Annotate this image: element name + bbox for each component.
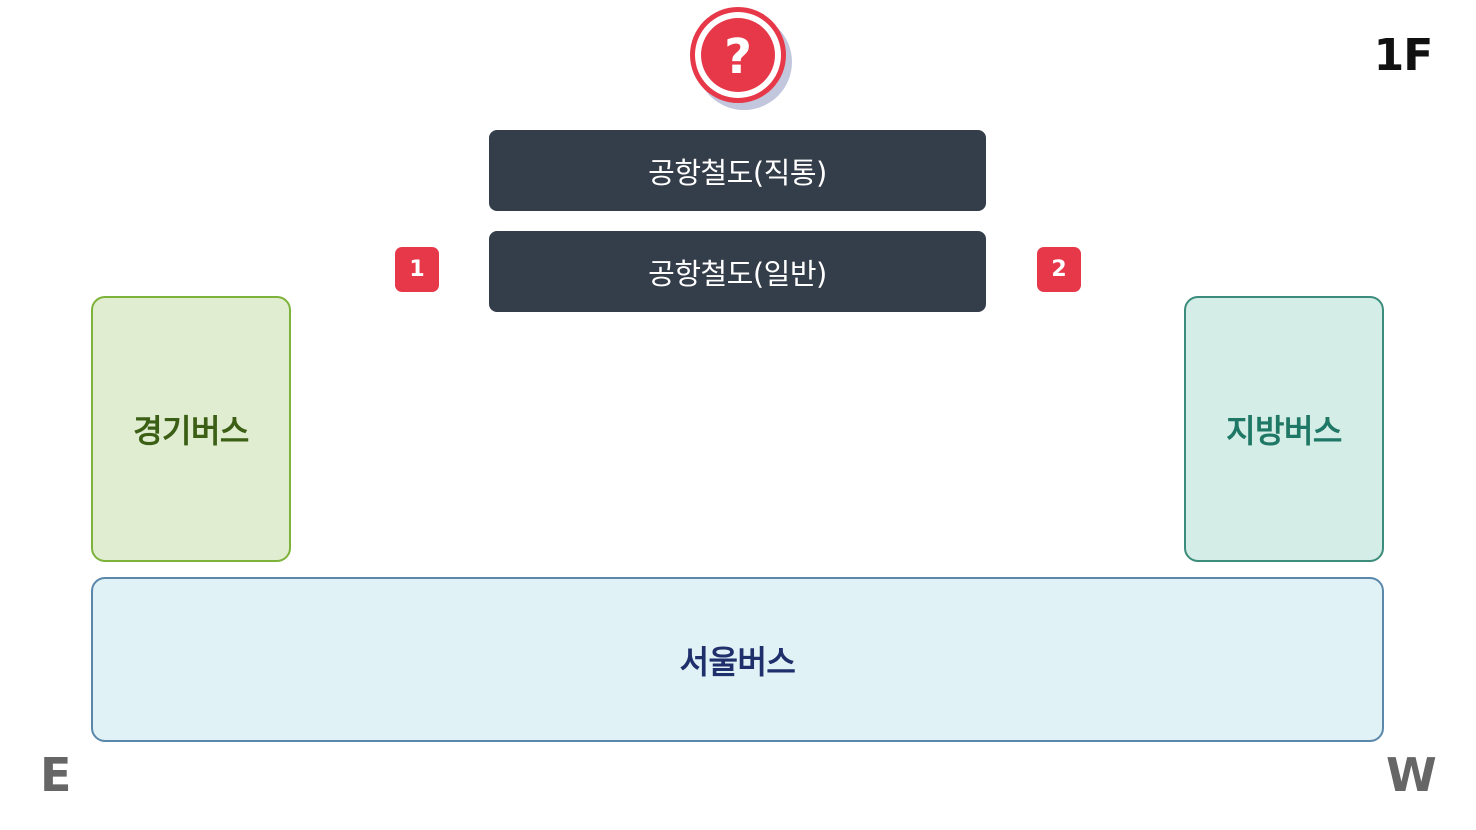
- question-icon: ?: [690, 7, 792, 110]
- rail-express-zone[interactable]: 공항철도(직통): [489, 130, 986, 211]
- question-symbol: ?: [724, 29, 752, 85]
- floor-label: 1F: [1373, 30, 1434, 81]
- compass-west: W: [1386, 748, 1437, 802]
- gate-badge-1[interactable]: 1: [395, 247, 439, 292]
- zone-gyeonggi-bus[interactable]: 경기버스: [91, 296, 291, 562]
- compass-east: E: [40, 748, 72, 802]
- help-button[interactable]: ?: [688, 5, 792, 110]
- rail-general-zone[interactable]: 공항철도(일반): [489, 231, 986, 312]
- gate-badge-2[interactable]: 2: [1037, 247, 1081, 292]
- zone-regional-bus[interactable]: 지방버스: [1184, 296, 1384, 562]
- zone-seoul-bus[interactable]: 서울버스: [91, 577, 1384, 742]
